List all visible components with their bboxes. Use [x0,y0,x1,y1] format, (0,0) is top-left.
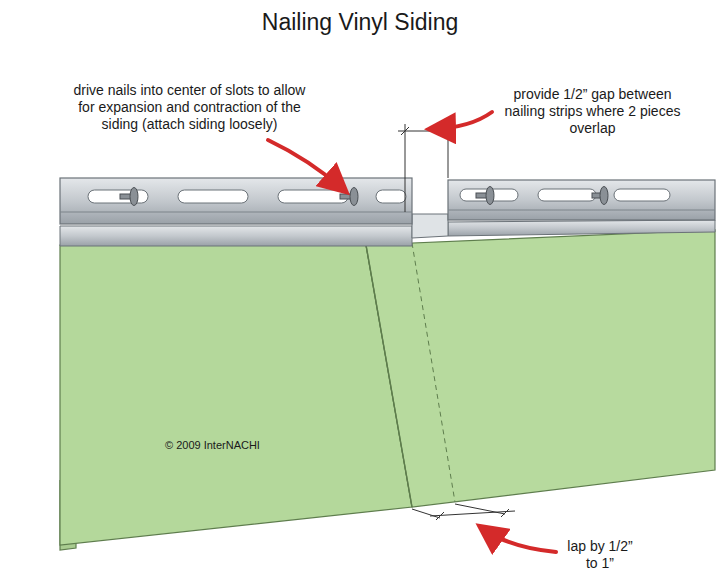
diagram-title: Nailing Vinyl Siding [160,8,560,36]
copyright-note: © 2009 InterNACHI [165,438,295,452]
callout-note: drive nails into center of slots to allo… [72,82,307,133]
dimension-label: lap by 1/2” to 1” [560,538,640,572]
callout-note: provide 1/2” gap between nailing strips … [500,86,685,137]
